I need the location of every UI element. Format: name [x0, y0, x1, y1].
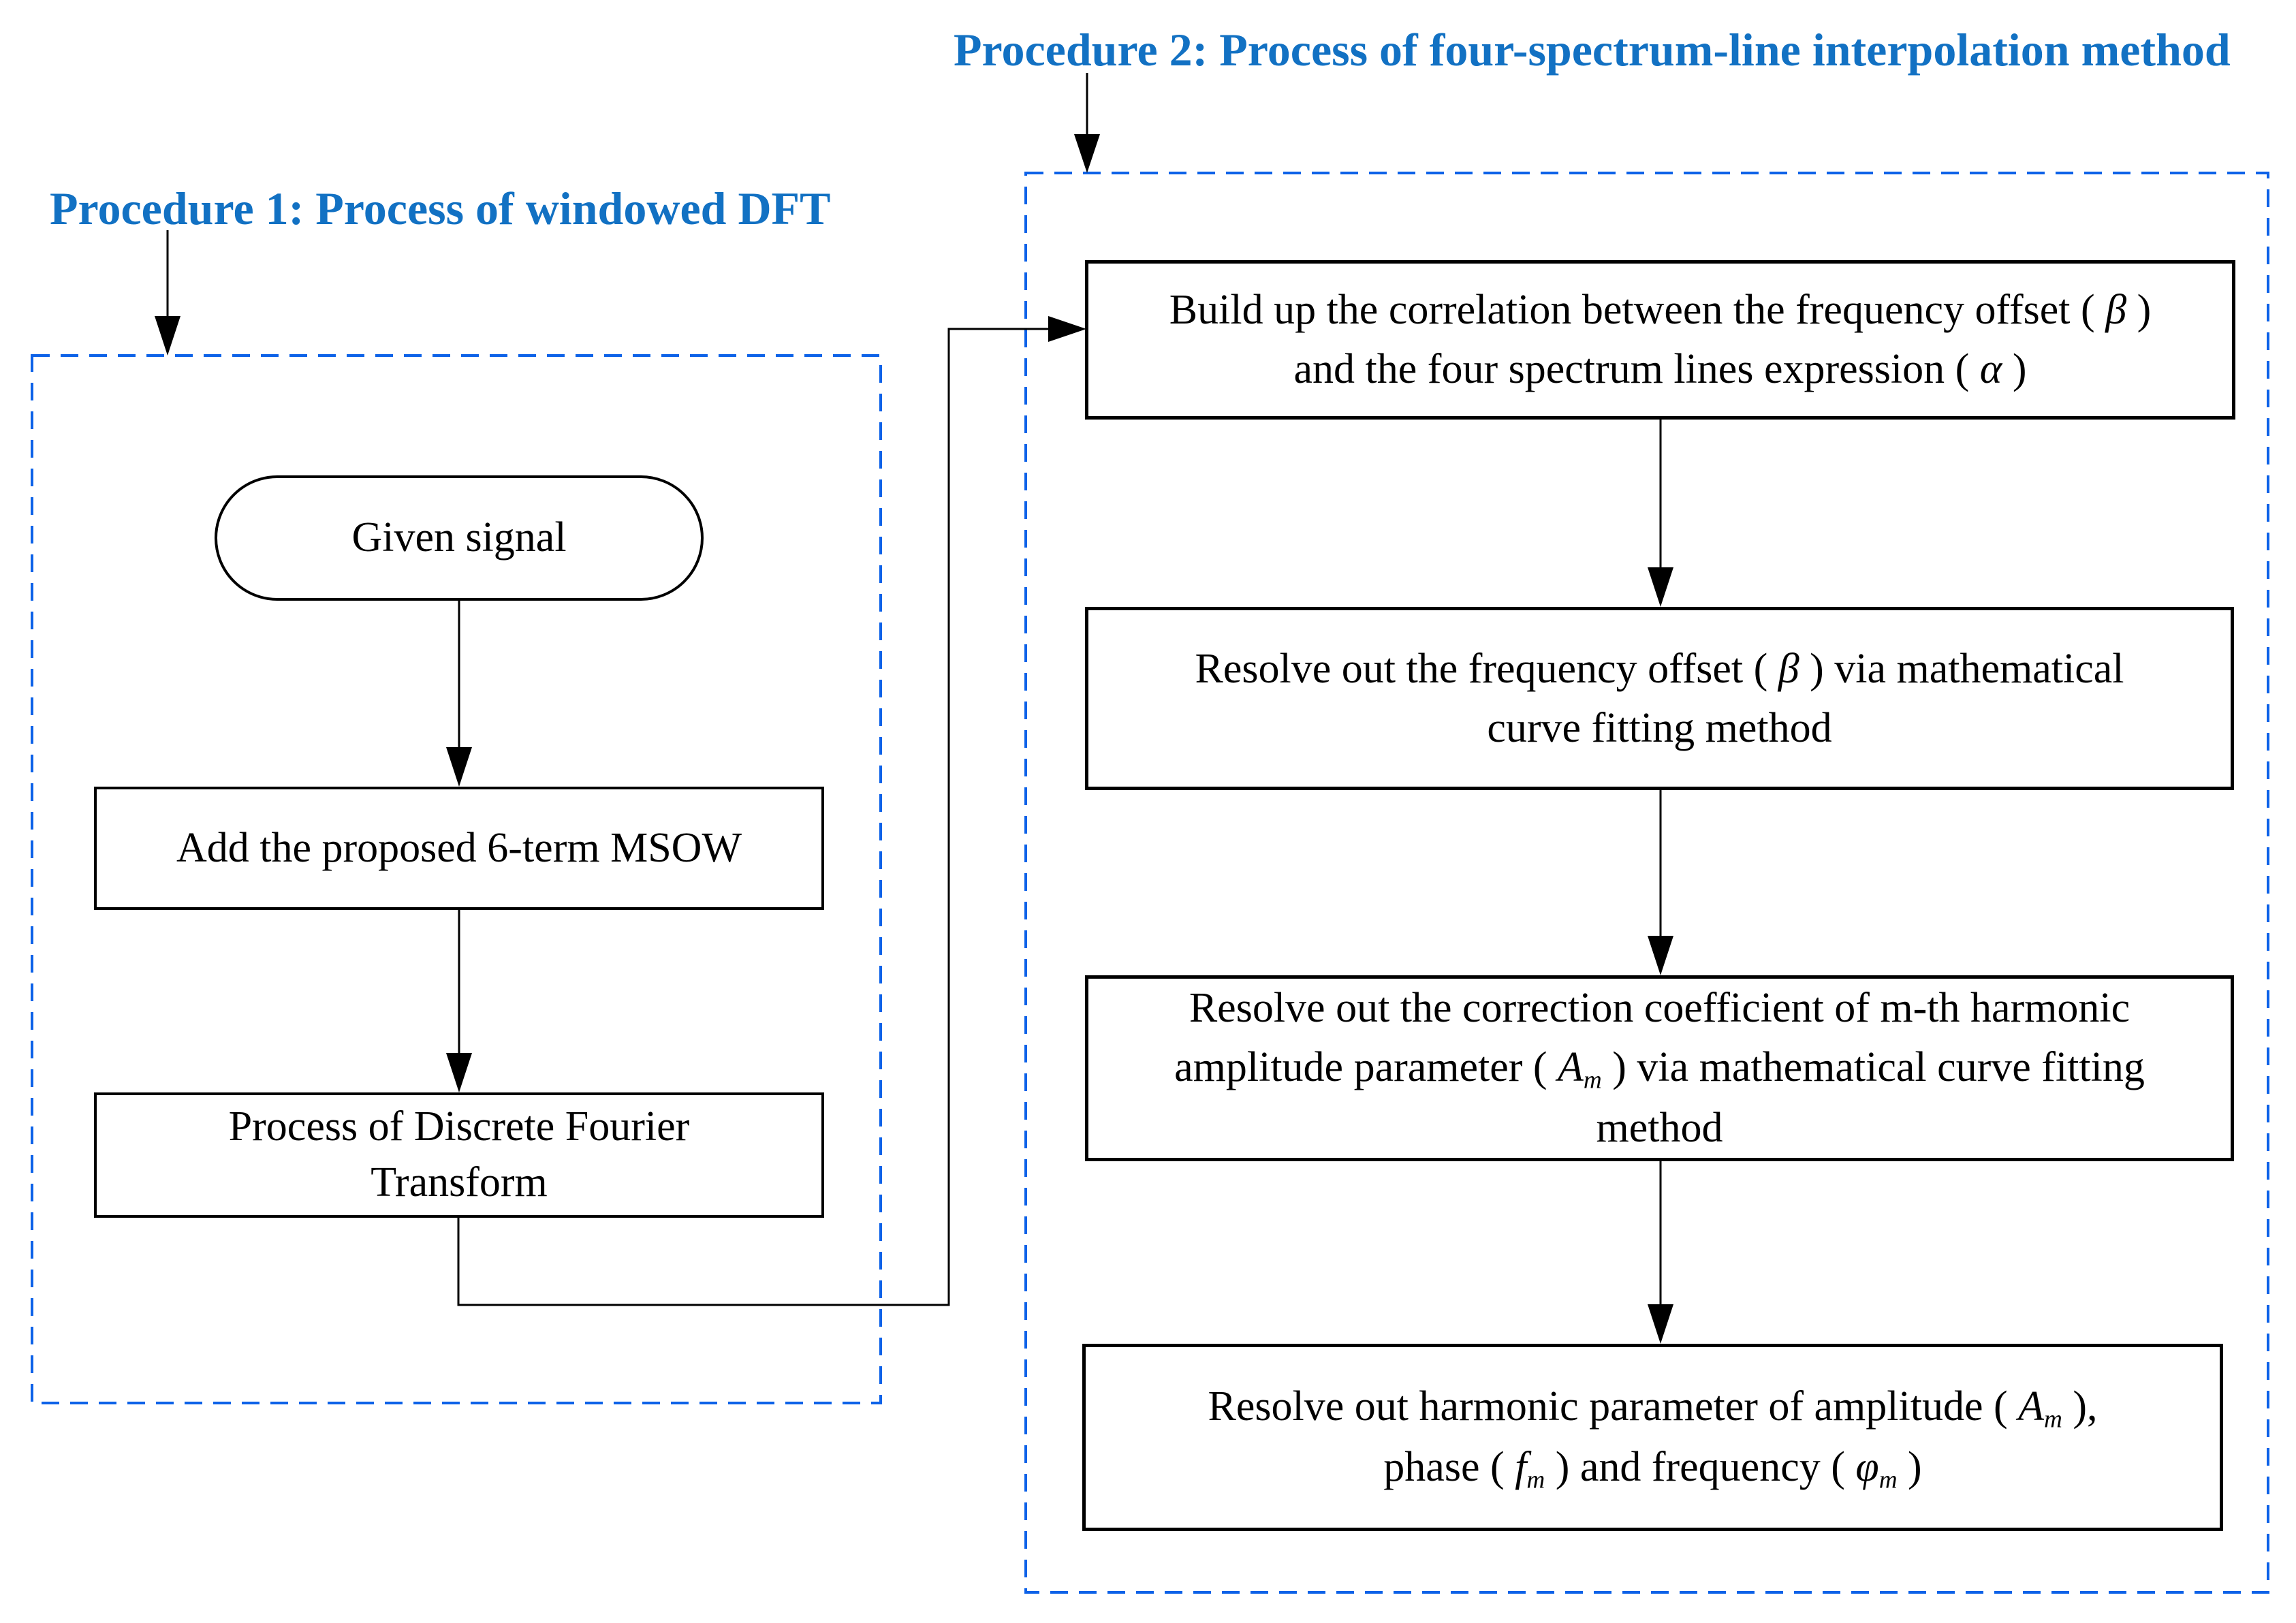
- given-signal-label: Given signal: [351, 514, 567, 561]
- connector-dft-to-box1: [457, 328, 1050, 1306]
- p2-box-correction-coefficient-line-2: amplitude parameter ( Am ) via mathemati…: [1174, 1044, 2145, 1094]
- arrow-box3-to-box4-head: [1648, 1304, 1673, 1344]
- procedure-2-title: Procedure 2: Process of four-spectrum-li…: [954, 24, 2231, 76]
- p2-box-correction-coefficient-line-3: method: [1596, 1104, 1723, 1151]
- p2-box-correction-coefficient: Resolve out the correction coefficient o…: [1085, 975, 2234, 1161]
- dft-label-line-2: Transform: [371, 1159, 548, 1206]
- p2-box-frequency-offset-line-1: Resolve out the frequency offset ( β ) v…: [1195, 645, 2124, 692]
- p2-box-correlation-line-1: Build up the correlation between the fre…: [1169, 287, 2152, 334]
- p2-box-frequency-offset-line-2: curve fitting method: [1487, 704, 1832, 751]
- procedure-2-region-border: [1024, 172, 2269, 1594]
- p2-box-harmonic-parameters: Resolve out harmonic parameter of amplit…: [1082, 1344, 2223, 1531]
- connector-dft-to-box1-head: [1048, 316, 1086, 342]
- msow-label: Add the proposed 6-term MSOW: [176, 824, 742, 871]
- arrow-msow-to-dft-head: [446, 1053, 472, 1092]
- arrow-title1-head: [155, 316, 180, 356]
- msow-node: Add the proposed 6-term MSOW: [94, 787, 824, 910]
- arrow-title2-head: [1074, 134, 1100, 173]
- arrow-box1-to-box2-head: [1648, 567, 1673, 607]
- dft-label-line-1: Process of Discrete Fourier: [228, 1103, 690, 1150]
- p2-box-harmonic-parameters-line-1: Resolve out harmonic parameter of amplit…: [1208, 1383, 2098, 1434]
- arrow-box2-to-box3-head: [1648, 936, 1673, 975]
- p2-box-correlation: Build up the correlation between the fre…: [1085, 260, 2235, 420]
- p2-box-harmonic-parameters-line-2: phase ( fm ) and frequency ( φm ): [1383, 1443, 1922, 1494]
- p2-box-correction-coefficient-line-1: Resolve out the correction coefficient o…: [1189, 985, 2130, 1032]
- p2-box-correlation-line-2: and the four spectrum lines expression (…: [1293, 346, 2027, 392]
- arrow-given-to-msow-head: [446, 747, 472, 787]
- p2-box-frequency-offset: Resolve out the frequency offset ( β ) v…: [1085, 607, 2234, 790]
- procedure-1-region-border: [31, 354, 882, 1404]
- dft-node: Process of Discrete Fourier Transform: [94, 1092, 824, 1218]
- procedure-1-title: Procedure 1: Process of windowed DFT: [50, 183, 831, 234]
- given-signal-node: Given signal: [215, 475, 704, 601]
